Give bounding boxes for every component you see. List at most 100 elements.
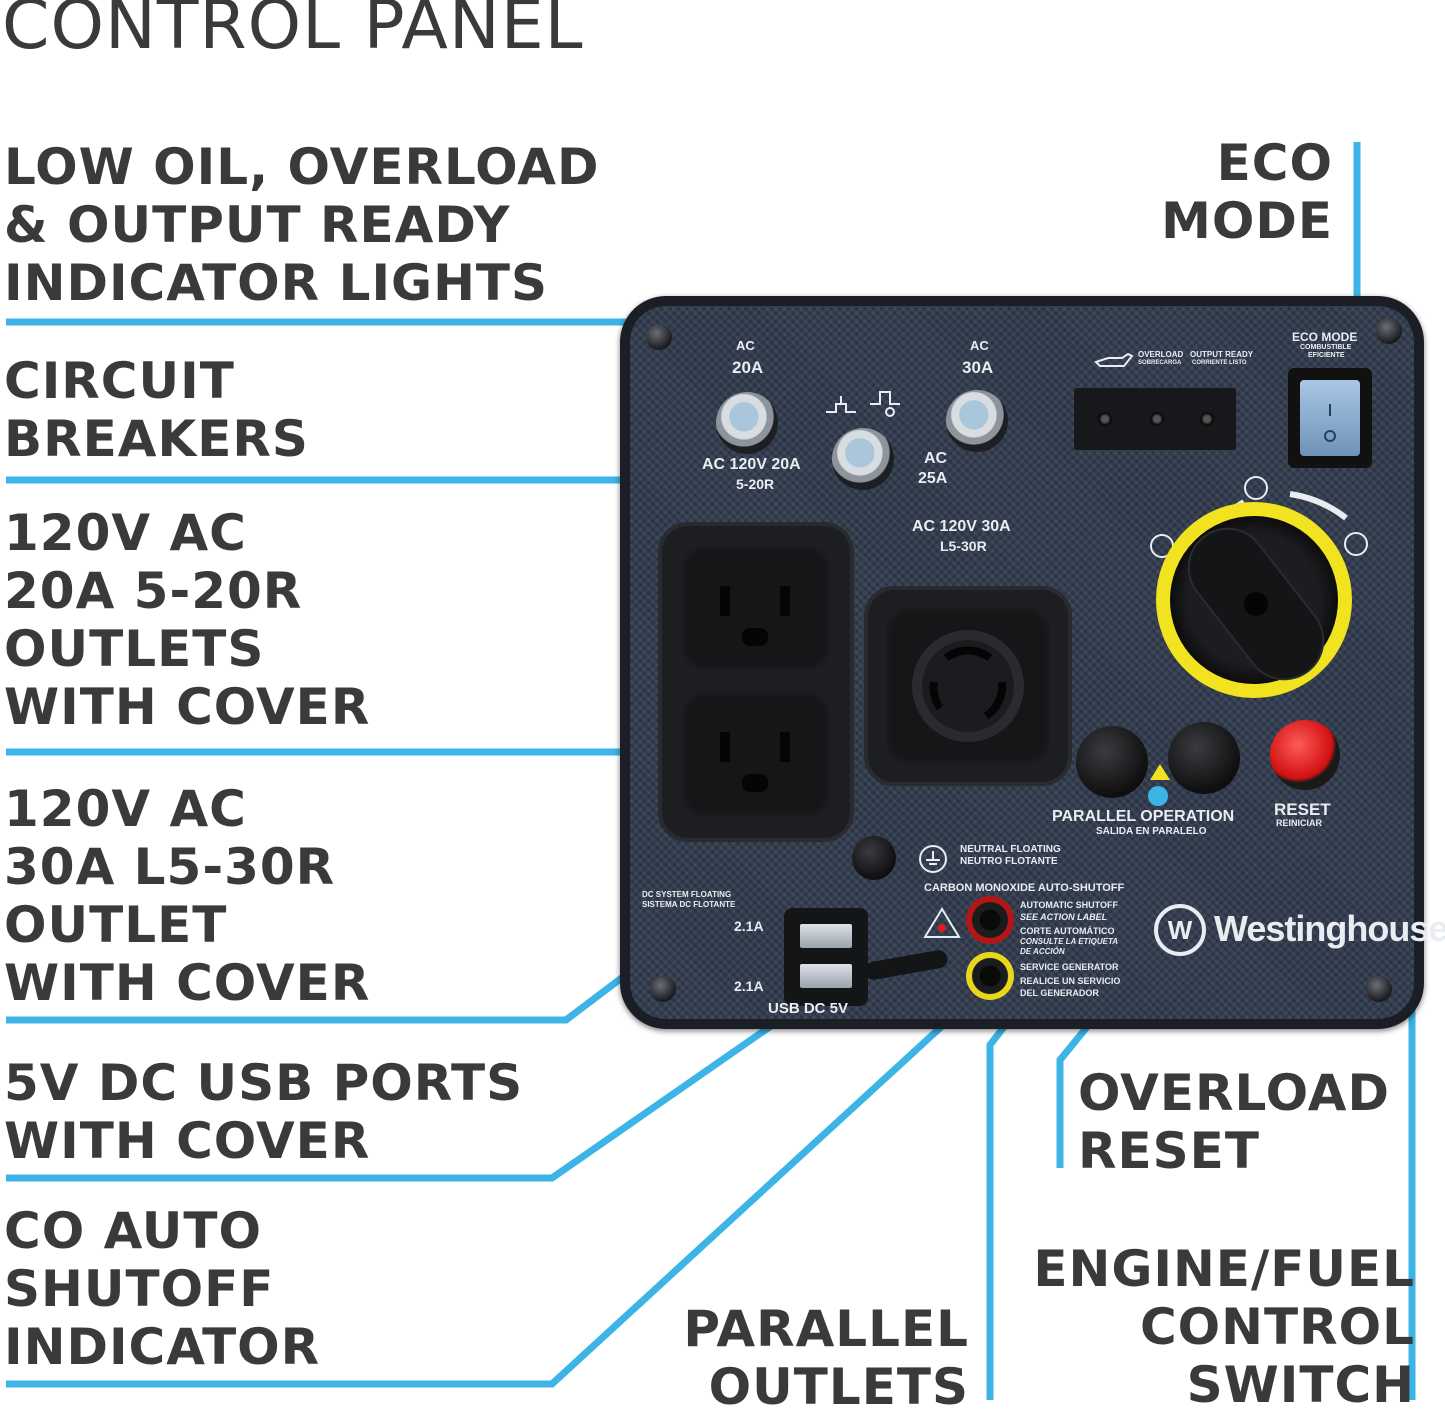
leader-usb-ports [6, 982, 832, 1182]
page-title: CONTROL PANEL [2, 0, 584, 65]
co-line-1: AUTOMATIC SHUTOFF [1020, 900, 1118, 910]
label-outlets-20a: 120V AC 20A 5-20R OUTLETS WITH COVER [4, 504, 370, 736]
warning-triangle-icon [1150, 764, 1170, 780]
breaker-25a-button[interactable] [832, 428, 894, 490]
label-line: & OUTPUT READY [4, 196, 511, 254]
co-shutoff-red-indicator [966, 896, 1014, 944]
usb-port-top[interactable] [800, 924, 852, 948]
outlet-20a-cover[interactable] [658, 522, 854, 842]
ac-top-left-label: AC [736, 338, 755, 353]
parallel-outlet-cap-right[interactable] [1168, 722, 1240, 794]
usb-dc-label: USB DC 5V [768, 1000, 849, 1017]
generator-control-panel: AC AC 20A 30A AC 120V 20A 5-20R AC 25A O… [620, 296, 1445, 1029]
parallel-operation-label-es: SALIDA EN PARALELO [1096, 826, 1207, 837]
breaker-trip-symbol-icon [826, 391, 900, 417]
ground-terminal[interactable] [852, 836, 896, 880]
service-line-1: SERVICE GENERATOR [1020, 962, 1119, 972]
usb-port-bottom[interactable] [800, 964, 852, 988]
label-line: LOW OIL, OVERLOAD [4, 138, 600, 196]
co-warning-icon [923, 907, 961, 938]
label-line: CONTROL [1139, 1298, 1415, 1356]
label-eco-mode: ECO MODE [1161, 134, 1333, 250]
manual-read-icon [1148, 786, 1168, 806]
ground-symbol-icon [919, 845, 947, 873]
reset-label: RESET [1274, 800, 1331, 819]
output-ready-indicator-label-es: CORRIENTE LISTO [1192, 360, 1247, 366]
service-yellow-indicator [966, 952, 1014, 1000]
knob-hole-icon [1239, 587, 1273, 621]
label-line: SHUTOFF [4, 1260, 275, 1318]
service-line-2: REALICE UN SERVICIO [1020, 976, 1121, 986]
label-line: CIRCUIT [4, 352, 235, 410]
leader-co-shutoff [6, 979, 993, 1388]
label-line: SWITCH [1186, 1356, 1415, 1414]
dc-floating-label-es: SISTEMA DC FLOTANTE [642, 900, 736, 909]
label-line: CO AUTO [4, 1202, 262, 1260]
outlet-30a-cover[interactable] [864, 586, 1072, 786]
label-line: ENGINE/FUEL [1033, 1240, 1415, 1298]
co-header-label: CARBON MONOXIDE AUTO-SHUTOFF [924, 882, 1125, 894]
eco-mode-rocker[interactable] [1300, 380, 1360, 456]
label-line: OUTLET [4, 896, 228, 954]
label-line: MODE [1161, 192, 1333, 250]
breaker-20a-caption2: 5-20R [736, 476, 775, 492]
label-line: WITH COVER [4, 1112, 371, 1170]
parallel-operation-label: PARALLEL OPERATION [1052, 808, 1235, 825]
co-line-4: CONSULTE LA ETIQUETA [1020, 937, 1119, 946]
label-line: 5V DC USB PORTS [4, 1054, 524, 1112]
ac-top-right-label: AC [970, 338, 989, 353]
label-parallel-outlets: PARALLEL OUTLETS [683, 1300, 969, 1416]
outlet-slots-icon [720, 732, 790, 792]
outlet-30a-caption: AC 120V 30A [912, 518, 1011, 535]
overload-indicator-label: OVERLOAD [1138, 350, 1184, 359]
screw-icon [650, 976, 676, 1002]
breaker-30a-rating: 30A [962, 358, 994, 377]
eco-mode-panel-label: ECO MODE [1292, 330, 1358, 344]
low-oil-light [1098, 412, 1112, 426]
outlet-slots-icon [720, 586, 790, 646]
twist-lock-outlet-icon [912, 630, 1024, 742]
reset-label-es: REINICIAR [1276, 818, 1323, 828]
outlet-30a-caption2: L5-30R [940, 538, 987, 554]
indicator-lights-panel [1074, 388, 1236, 450]
screw-icon [646, 324, 672, 350]
usb-cover-flap[interactable] [863, 948, 949, 982]
breaker-20a-caption: AC 120V 20A [702, 456, 801, 473]
label-line: OVERLOAD [1078, 1064, 1390, 1122]
neutral-floating-label: NEUTRAL FLOATING [960, 844, 1061, 855]
label-line: INDICATOR [4, 1318, 321, 1376]
usb-port-block [784, 908, 868, 1006]
on-off-symbol-icon [1324, 404, 1336, 442]
label-line: 120V AC [4, 780, 247, 838]
label-line: INDICATOR LIGHTS [4, 254, 549, 312]
screw-icon [1376, 318, 1402, 344]
label-indicator-lights: LOW OIL, OVERLOAD & OUTPUT READY INDICAT… [4, 138, 599, 312]
screw-icon [1366, 976, 1392, 1002]
outlet-20a-top[interactable] [682, 546, 830, 670]
output-ready-indicator-label: OUTPUT READY [1190, 350, 1254, 359]
eco-mode-panel-label-es: COMBUSTIBLE [1300, 344, 1352, 351]
label-circuit-breakers: CIRCUIT BREAKERS [4, 352, 309, 468]
label-line: OUTLETS [4, 620, 265, 678]
co-line-2: SEE ACTION LABEL [1020, 912, 1108, 922]
overload-reset-button[interactable] [1270, 720, 1340, 790]
breaker-20a-rating: 20A [732, 358, 764, 377]
breaker-25a-caption2: 25A [918, 470, 948, 487]
breaker-20a-button[interactable] [716, 392, 778, 454]
label-line: OUTLETS [708, 1358, 969, 1416]
neutral-floating-label-es: NEUTRO FLOTANTE [960, 856, 1058, 867]
eco-mode-switch[interactable] [1288, 368, 1372, 468]
breaker-25a-caption: AC [924, 450, 948, 467]
label-line: RESET [1078, 1122, 1260, 1180]
westinghouse-logo-icon: W [1154, 904, 1206, 956]
parallel-outlet-cap-left[interactable] [1076, 726, 1148, 798]
breaker-30a-button[interactable] [946, 390, 1008, 452]
overload-light [1150, 412, 1164, 426]
label-outlet-30a: 120V AC 30A L5-30R OUTLET WITH COVER [4, 780, 370, 1012]
label-co-shutoff: CO AUTO SHUTOFF INDICATOR [4, 1202, 320, 1376]
label-line: ECO [1216, 134, 1333, 192]
label-line: 30A L5-30R [4, 838, 336, 896]
outlet-20a-bottom[interactable] [682, 692, 830, 816]
outlet-30a-l5-30r[interactable] [886, 608, 1050, 764]
service-line-3: DEL GENERADOR [1020, 988, 1099, 998]
